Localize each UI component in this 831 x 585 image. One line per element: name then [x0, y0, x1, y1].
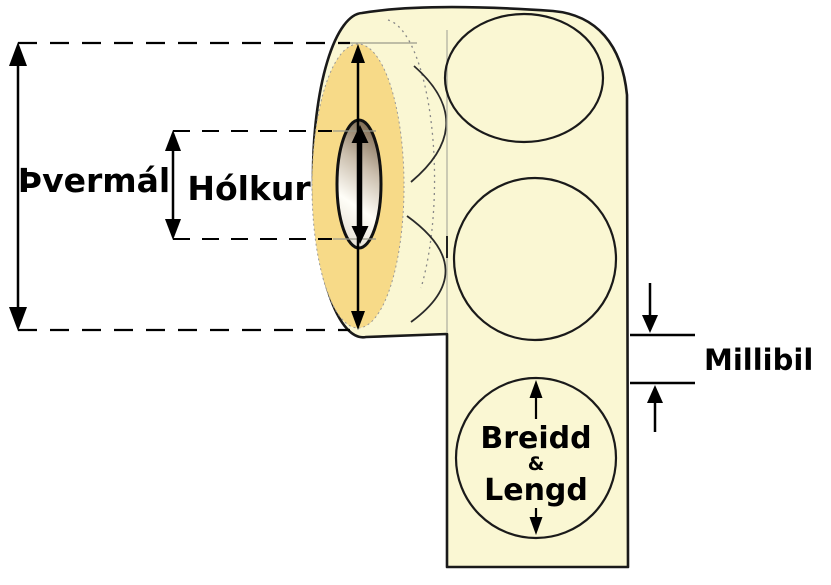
- label-circle-middle: [452, 176, 618, 342]
- lengd-label: Lengd: [484, 473, 588, 508]
- occluded-label-arc-top: [410, 65, 447, 183]
- occluded-label-arc-bottom: [406, 215, 447, 323]
- label-size-arrow-up: [529, 380, 543, 419]
- dimension-holkur: Hólkur: [165, 130, 332, 240]
- thvermal-arrow: [9, 42, 27, 331]
- label-circle-bottom: [454, 376, 618, 540]
- millibil-arrow-down: [642, 283, 658, 333]
- holkur-arrow: [165, 130, 181, 240]
- dimension-label-size: Breidd & Lengd: [480, 380, 592, 535]
- label-size-arrow-down: [529, 508, 543, 535]
- label-circle-top: [443, 12, 605, 144]
- dimension-thvermal: Þvermál: [9, 41, 350, 332]
- breidd-label: Breidd: [480, 421, 591, 456]
- holkur-label: Hólkur: [187, 169, 311, 208]
- ampersand-label: &: [528, 453, 545, 475]
- label-roll: [311, 5, 630, 569]
- dimension-millibil: Millibil: [630, 283, 813, 432]
- thvermal-label: Þvermál: [18, 161, 170, 200]
- millibil-label: Millibil: [704, 343, 813, 377]
- core-diameter-arrow: [351, 125, 369, 244]
- roll-rim-dotted-arc: [387, 19, 436, 289]
- millibil-arrow-up: [647, 385, 663, 432]
